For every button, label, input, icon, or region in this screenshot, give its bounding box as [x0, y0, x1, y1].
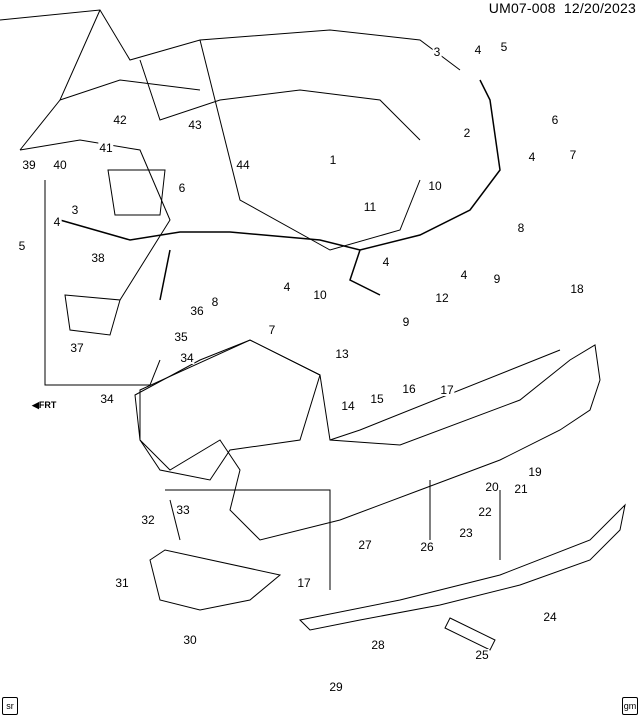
callout: 38	[90, 251, 106, 265]
sr-badge: sr	[2, 697, 18, 715]
vehicle-body-outline	[0, 9, 461, 301]
side-fascia	[134, 339, 321, 481]
callout: 2	[462, 126, 472, 140]
callout: 7	[267, 323, 277, 337]
callout: 34	[179, 351, 195, 365]
callout: 3	[70, 203, 80, 217]
callout: 24	[542, 610, 558, 624]
bumper-fascia	[139, 339, 601, 541]
callout: 20	[484, 480, 500, 494]
callout: 5	[17, 239, 27, 253]
callout: 17	[439, 383, 455, 397]
callout: 9	[492, 272, 502, 286]
callout: 19	[527, 465, 543, 479]
callout: 21	[513, 482, 529, 496]
callout: 34	[99, 392, 115, 406]
callout: 4	[282, 280, 292, 294]
callout: 44	[235, 158, 251, 172]
callout: 40	[52, 158, 68, 172]
callout: 36	[189, 304, 205, 318]
reflector	[444, 617, 496, 651]
callout: 33	[175, 503, 191, 517]
callout: 31	[114, 576, 130, 590]
callout: 10	[427, 179, 443, 193]
wiring-harness	[59, 79, 501, 301]
callout: 6	[550, 113, 560, 127]
callout: 10	[312, 288, 328, 302]
diagram-code: UM07-008	[488, 0, 556, 16]
callout: 23	[458, 526, 474, 540]
front-arrow-icon: ◀	[32, 400, 39, 410]
leader-lines	[44, 180, 501, 590]
diagram-header: UM07-008 12/20/2023	[489, 0, 636, 16]
callout: 26	[419, 540, 435, 554]
callout: 25	[474, 648, 490, 662]
callout: 29	[328, 680, 344, 694]
callout: 22	[477, 505, 493, 519]
callout: 12	[434, 291, 450, 305]
callout: 13	[334, 347, 350, 361]
callout: 16	[401, 382, 417, 396]
callout: 37	[69, 341, 85, 355]
corner-trim	[149, 549, 282, 611]
callout: 5	[499, 40, 509, 54]
callout: 11	[362, 200, 378, 214]
callout: 39	[21, 158, 37, 172]
callout: 18	[569, 282, 585, 296]
module-bracket	[64, 169, 166, 336]
callout: 35	[173, 330, 189, 344]
front-direction-indicator: ◀FRT	[32, 400, 57, 410]
callout: 42	[112, 113, 128, 127]
callout: 1	[328, 153, 338, 167]
callout: 8	[210, 295, 220, 309]
callout: 4	[473, 43, 483, 57]
callout: 43	[187, 118, 203, 132]
callout: 8	[516, 221, 526, 235]
callout: 15	[369, 392, 385, 406]
callout: 9	[401, 315, 411, 329]
callout: 30	[182, 633, 198, 647]
gm-logo-badge: gm	[622, 697, 638, 715]
diagram-date: 12/20/2023	[563, 0, 636, 16]
callout: 17	[296, 576, 312, 590]
callout: 27	[357, 538, 373, 552]
callout: 3	[432, 45, 442, 59]
callout: 6	[177, 181, 187, 195]
callout: 14	[340, 399, 356, 413]
callout: 28	[370, 638, 386, 652]
callout: 32	[140, 513, 156, 527]
callout: 4	[459, 268, 469, 282]
callout: 41	[98, 141, 114, 155]
lower-valance	[298, 503, 626, 631]
callout: 7	[568, 148, 578, 162]
callout: 4	[527, 150, 537, 164]
callout: 4	[381, 255, 391, 269]
callout: 4	[52, 215, 62, 229]
